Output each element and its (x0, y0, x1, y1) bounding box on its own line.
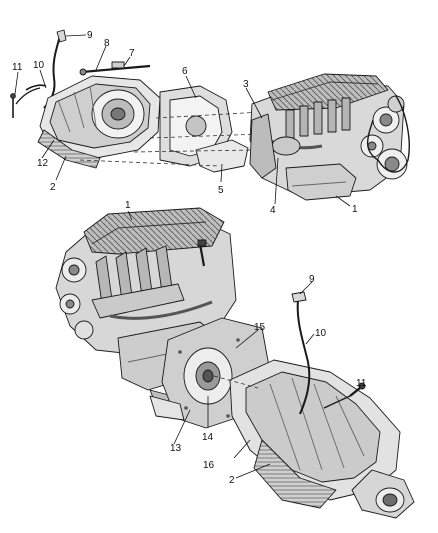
adapter-plate-6 (159, 85, 233, 167)
callout-7-top: 7 (129, 48, 135, 59)
alignment-lines-top (79, 111, 263, 167)
callout-11-bottom: 11 (356, 378, 367, 389)
dust-shield-13 (149, 395, 185, 421)
callout-11-top: 11 (12, 62, 23, 73)
callout-3-top: 3 (243, 79, 249, 90)
callout-8-top: 8 (104, 38, 110, 49)
callout-13-bottom: 13 (170, 443, 182, 454)
callout-6-top: 6 (182, 66, 188, 77)
callout-1-top: 1 (352, 204, 358, 215)
callouts-top: 9 8 7 11 10 6 3 12 2 5 4 1 (12, 30, 358, 216)
callout-4-top: 4 (270, 205, 276, 216)
callout-10-bottom: 10 (315, 328, 327, 339)
callout-9-bottom: 9 (309, 274, 315, 285)
leader-lines (14, 34, 362, 479)
dust-shield-5 (195, 139, 249, 173)
callout-9-top: 9 (87, 30, 93, 41)
callout-2-bottom: 2 (229, 475, 235, 486)
callout-12-top: 12 (37, 158, 49, 169)
transmission-bottom (229, 359, 415, 519)
callout-10-top: 10 (33, 60, 45, 71)
transmission-top (37, 75, 161, 169)
bolt-11-top (10, 87, 41, 118)
top-assembly (10, 29, 410, 201)
callout-14-bottom: 14 (202, 432, 214, 443)
alignment-lines-bottom (213, 375, 259, 389)
bottom-assembly (55, 207, 415, 519)
shift-cable (79, 61, 151, 76)
engine-top (249, 73, 410, 201)
dipstick-tube-bottom (291, 291, 311, 415)
callouts-bottom: 1 9 15 10 11 13 14 16 2 (125, 200, 367, 486)
callout-1-bottom: 1 (125, 200, 131, 211)
callout-16-bottom: 16 (203, 460, 215, 471)
callout-15-bottom: 15 (254, 322, 266, 333)
callout-5-top: 5 (218, 185, 224, 196)
callout-2-top: 2 (50, 182, 56, 193)
